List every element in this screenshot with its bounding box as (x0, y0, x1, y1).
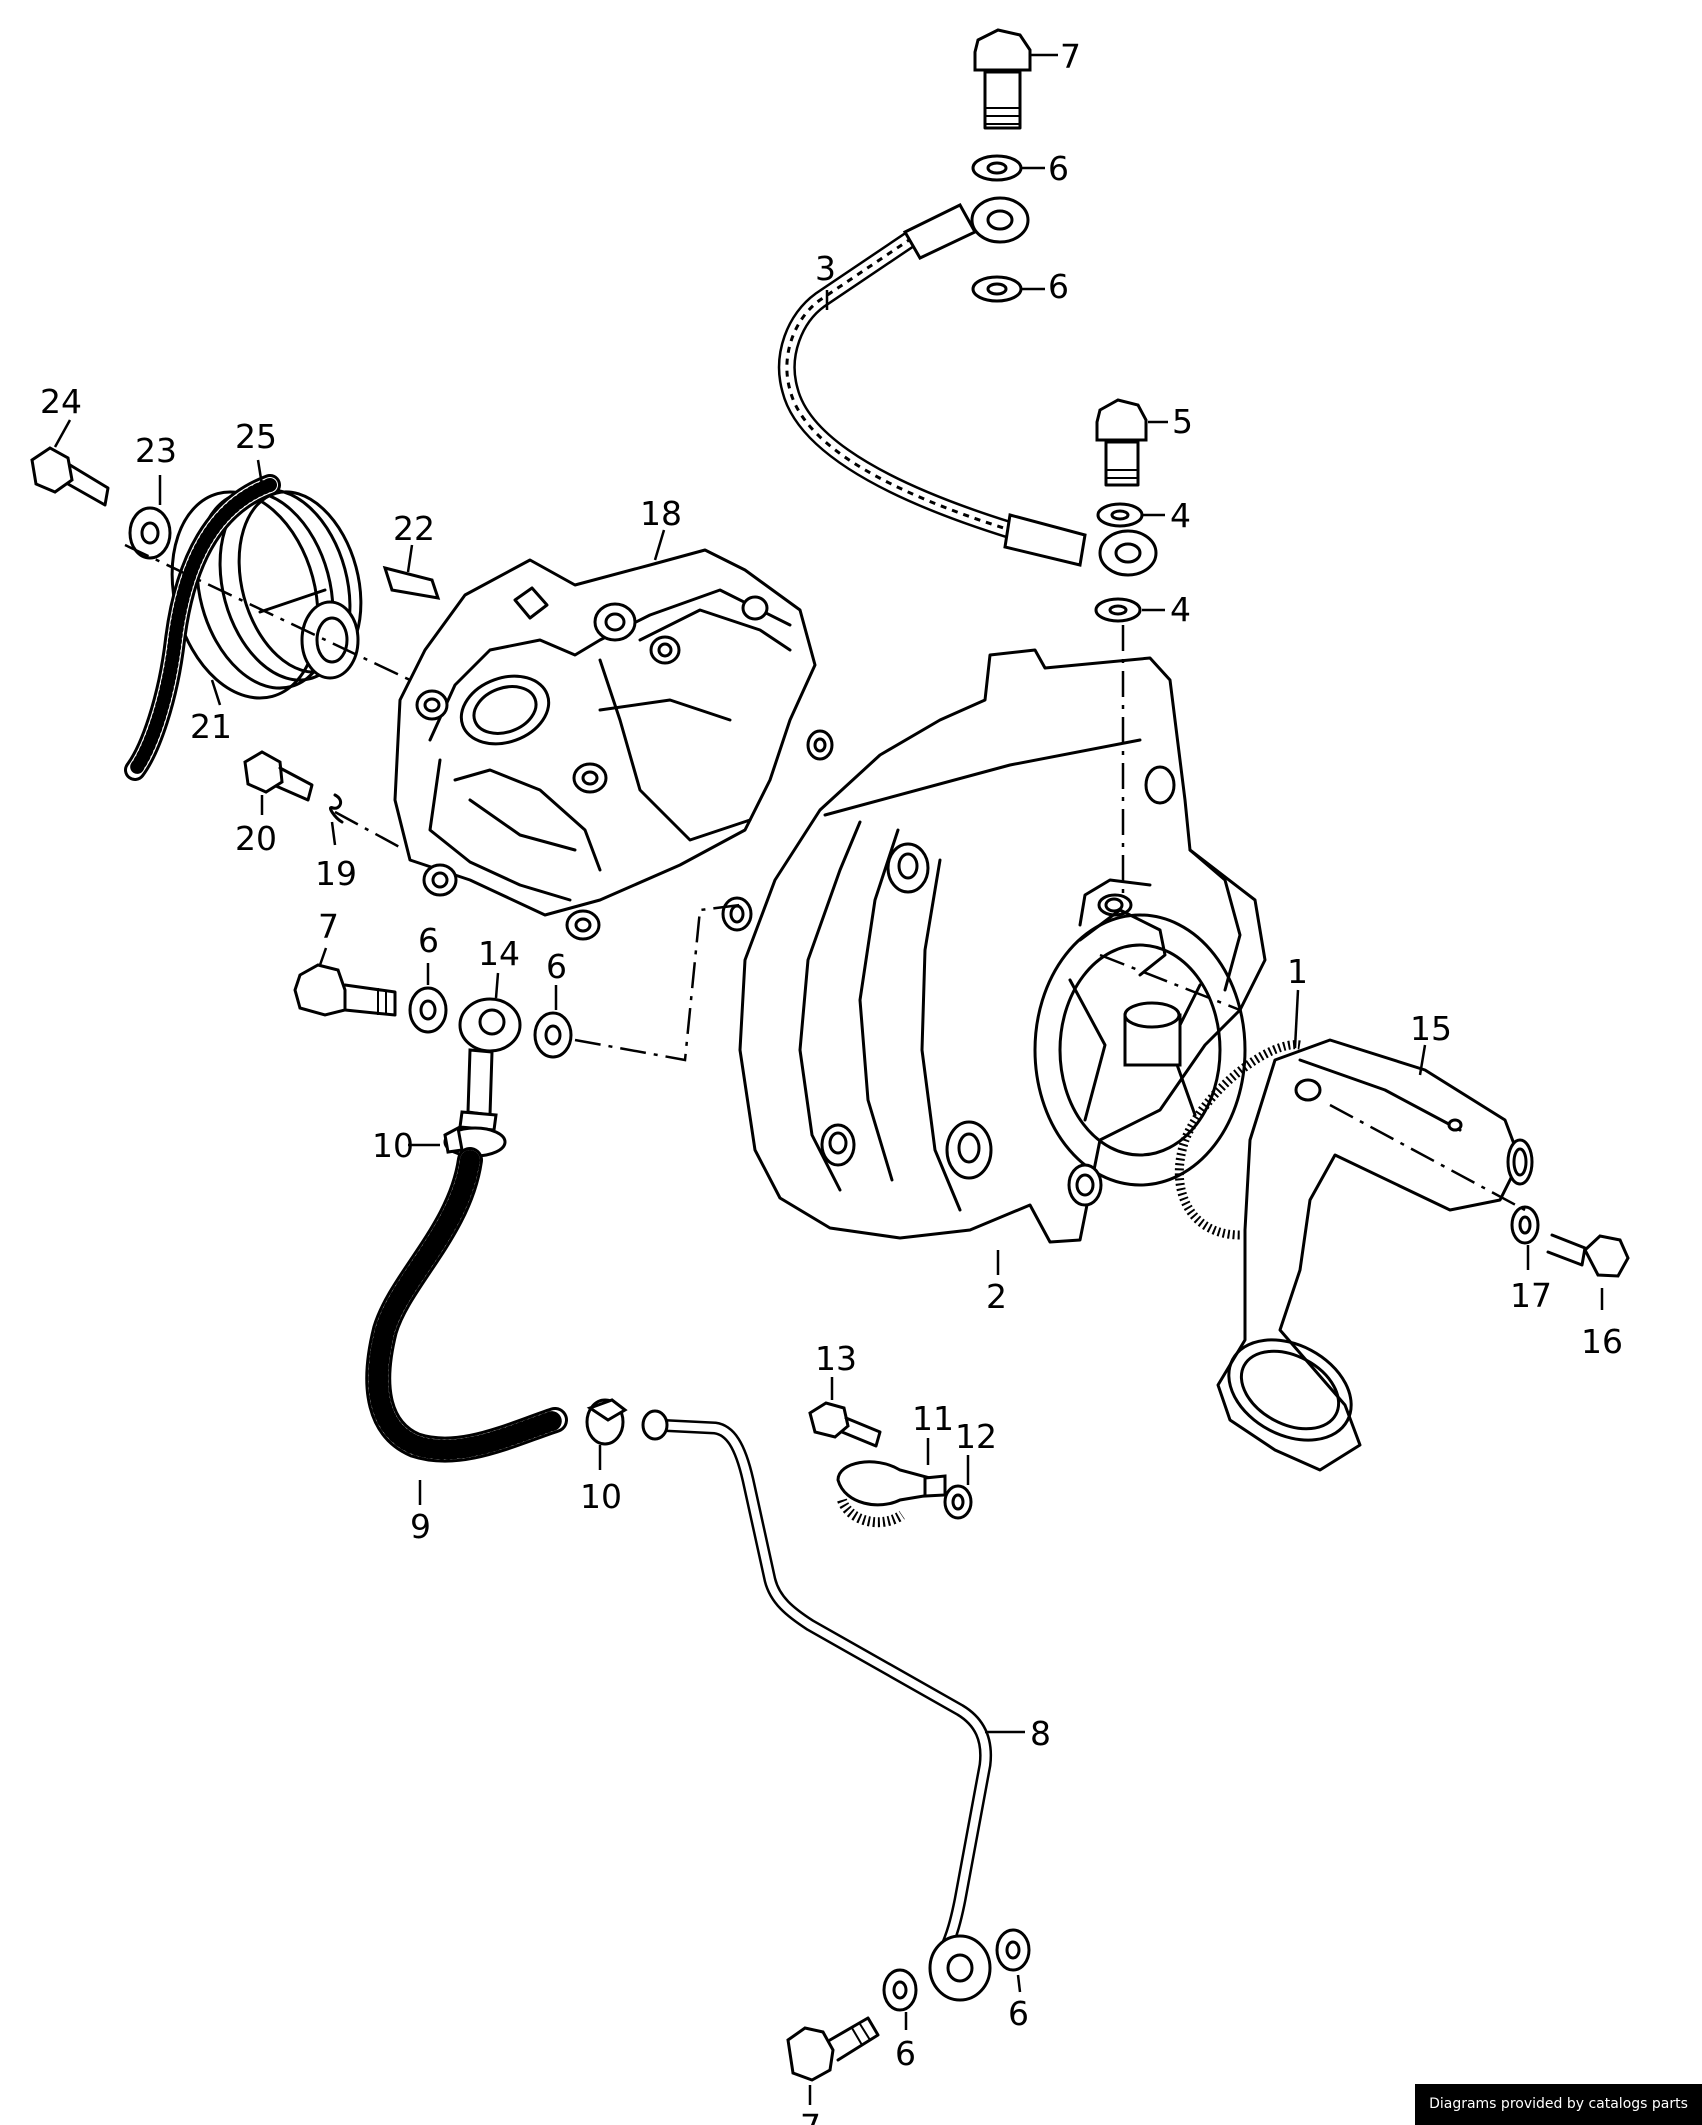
callout-5: 5 (1172, 402, 1193, 441)
callout-9: 9 (410, 1507, 431, 1546)
key-part-22 (382, 565, 441, 600)
callout-17: 17 (1510, 1276, 1552, 1315)
callout-24: 24 (40, 382, 82, 421)
callout-3: 3 (815, 249, 836, 288)
clip-part-19 (328, 793, 344, 824)
washer-part-6-bottom-left (882, 1968, 918, 2012)
pipe-clamp-part-11 (836, 1460, 947, 1528)
washer-part-6-right (533, 1011, 573, 1059)
callout-6-top-upper: 6 (1048, 149, 1069, 188)
hose-clamp-part-10-lower (585, 1398, 628, 1446)
pulley-part-21 (170, 488, 363, 700)
braided-hose-part-3 (777, 196, 1158, 577)
callout-12: 12 (955, 1417, 997, 1456)
callout-8: 8 (1030, 1714, 1051, 1753)
bolt-part-20 (243, 750, 314, 802)
washer-part-4-upper (1096, 502, 1144, 528)
callout-13: 13 (815, 1339, 857, 1378)
alignment-lines (124, 543, 1526, 1212)
washer-part-6-top (971, 154, 1023, 182)
callout-6-bottom-left: 6 (895, 2034, 916, 2073)
bolt-part-24 (30, 446, 110, 507)
washer-part-17 (1510, 1205, 1540, 1245)
callout-23: 23 (135, 431, 177, 470)
callout-4-lower: 4 (1170, 590, 1191, 629)
callout-6-right: 6 (546, 947, 567, 986)
bolt-part-16 (1546, 1233, 1630, 1278)
callout-10-upper: 10 (372, 1126, 414, 1165)
banjo-bolt-part-7-left (293, 963, 397, 1017)
callout-10-lower: 10 (580, 1477, 622, 1516)
callout-19: 19 (315, 854, 357, 893)
banjo-fitting-part-8-end (928, 1934, 992, 2002)
banjo-bolt-part-5 (1095, 398, 1148, 487)
gasket-part-1 (1174, 1040, 1301, 1240)
callout-14: 14 (478, 934, 520, 973)
callout-1: 1 (1287, 952, 1308, 991)
callout-21: 21 (190, 707, 232, 746)
callout-labels: 7 6 6 3 5 4 4 24 23 25 22 18 21 20 19 7 … (40, 37, 1623, 2125)
callout-6-bottom-right: 6 (1008, 1994, 1029, 2033)
bolt-part-13 (808, 1401, 882, 1448)
banjo-fitting-part-14 (458, 997, 522, 1132)
washer-part-6-bottom-right (995, 1928, 1031, 1972)
flange-housing-part-15 (1216, 1038, 1534, 1472)
callout-4-upper: 4 (1170, 496, 1191, 535)
callout-2: 2 (986, 1277, 1007, 1316)
callout-7-top: 7 (1060, 37, 1081, 76)
banjo-bolt-part-7-top (973, 28, 1032, 130)
metal-pipe-part-8 (641, 1409, 993, 1957)
callout-11: 11 (912, 1399, 954, 1438)
callout-15: 15 (1410, 1009, 1452, 1048)
washer-part-6-left (408, 986, 448, 1034)
pump-housing-part-2 (721, 648, 1267, 1244)
banjo-bolt-part-7-bottom (786, 2016, 880, 2082)
callout-7-left: 7 (318, 907, 339, 946)
callout-6-left: 6 (418, 921, 439, 960)
washer-part-6-top-lower (971, 275, 1023, 303)
leader-lines (53, 53, 1604, 2105)
callout-22: 22 (393, 509, 435, 548)
callout-20: 20 (235, 819, 277, 858)
diagram-credit-footer: Diagrams provided by catalogs parts (1415, 2084, 1702, 2125)
bracket-part-18 (393, 548, 834, 941)
callout-18: 18 (640, 494, 682, 533)
callout-16: 16 (1581, 1322, 1623, 1361)
callout-25: 25 (235, 417, 277, 456)
callout-7-bottom: 7 (800, 2107, 821, 2125)
callout-6-top-lower: 6 (1048, 267, 1069, 306)
rubber-hose-part-9 (365, 1147, 568, 1463)
washer-part-23 (128, 506, 172, 560)
drive-belt-part-25 (124, 474, 281, 781)
hose-clamp-part-10-upper (443, 1125, 507, 1158)
washer-part-4-lower (1094, 597, 1142, 623)
washer-part-12 (943, 1484, 973, 1520)
